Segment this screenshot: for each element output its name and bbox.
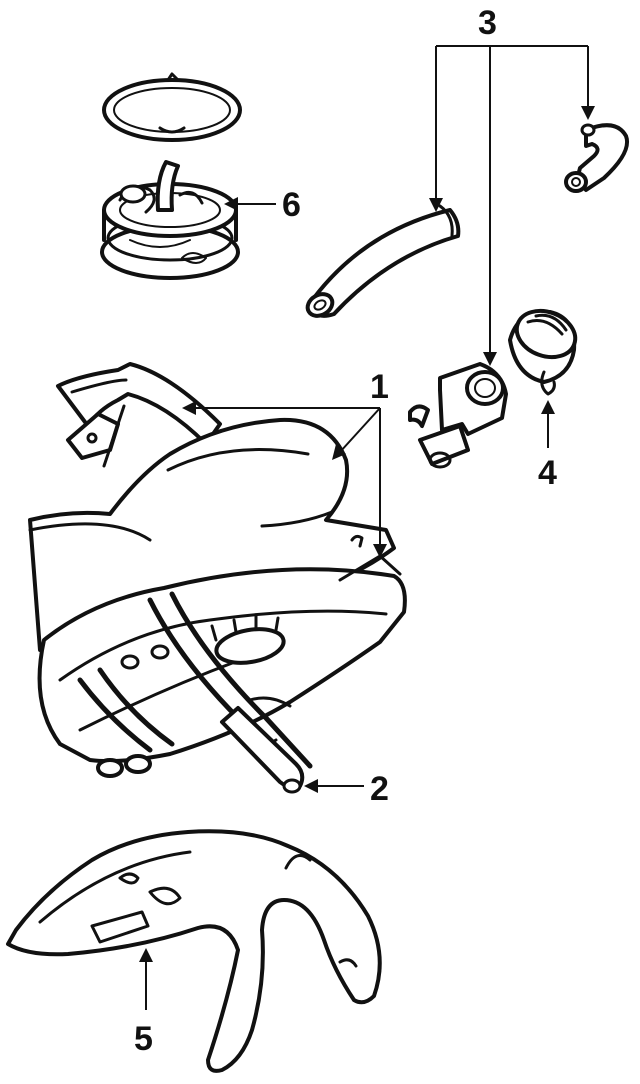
part-1-fuel-tank (28, 362, 407, 778)
arrowhead-2 (304, 779, 318, 793)
callout-2: 2 (370, 770, 389, 808)
part-6-fuel-pump-assembly (100, 72, 242, 280)
callout-1: 1 (370, 368, 389, 406)
arrowhead-5 (139, 948, 153, 962)
arrowhead-1c (373, 544, 387, 558)
arrowhead-1a (182, 401, 196, 415)
part-2-tank-strap (220, 706, 305, 794)
part-4-fuel-cap (508, 308, 578, 396)
arrowhead-6 (224, 197, 238, 211)
arrowhead-3c (483, 352, 497, 366)
leader-lines (139, 45, 595, 1010)
filler-hose (305, 204, 461, 318)
callout-labels: 3 6 1 4 2 5 (134, 4, 557, 1058)
arrowhead-3a (429, 198, 443, 212)
callout-5: 5 (134, 1020, 153, 1058)
part-3-filler-neck-and-hoses (305, 123, 629, 469)
filler-neck-housing (408, 362, 508, 469)
lock-ring (102, 72, 242, 142)
callout-3: 3 (478, 4, 497, 42)
arrowhead-4 (541, 400, 555, 414)
pump-module (100, 160, 240, 280)
vent-hose (564, 123, 629, 193)
arrowhead-1b (332, 444, 346, 460)
callout-4: 4 (538, 454, 557, 492)
callout-6: 6 (282, 186, 301, 224)
part-5-tank-shield (6, 829, 382, 1073)
arrowhead-3b (581, 106, 595, 120)
